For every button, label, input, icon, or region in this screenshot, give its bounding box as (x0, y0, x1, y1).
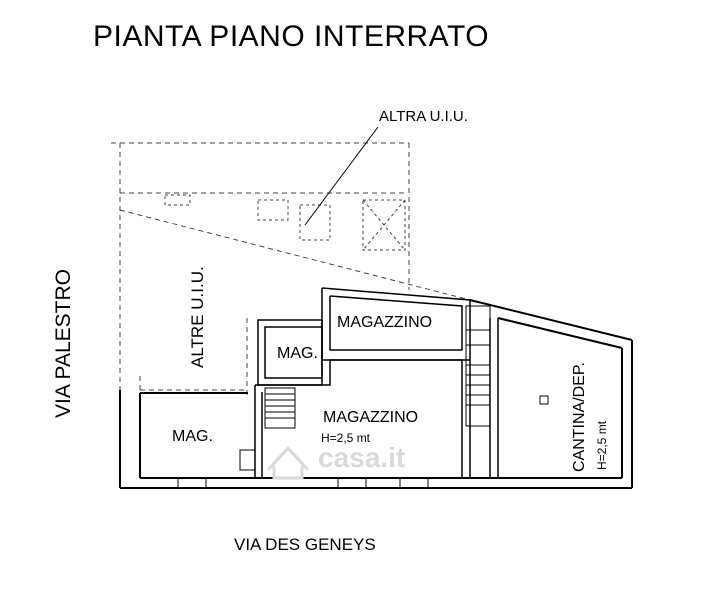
street-left-wrap: VIA PALESTRO (52, 269, 76, 418)
room-magazzino-top: MAGAZZINO (337, 314, 433, 331)
outer-walls (119, 299, 633, 489)
room-magazzino-main: MAGAZZINO (323, 409, 419, 426)
room-magazzino-main-height: H=2,5 mt (321, 431, 371, 445)
room-cantina-wrap: CANTINA/DEP. (571, 362, 589, 472)
room-cantina-height: H=2,5 mt (595, 420, 609, 470)
dashed-boundary (111, 142, 471, 395)
label-altra-uiu: ALTRA U.I.U. (379, 108, 468, 125)
label-altre-uiu: ALTRE U.I.U. (188, 266, 207, 368)
upper-fixtures (164, 194, 406, 251)
watermark-text: casa.it (318, 442, 406, 473)
cantina-fixture (539, 395, 549, 405)
street-via-palestro: VIA PALESTRO (52, 269, 75, 418)
leader-line (304, 126, 379, 226)
bottom-openings (177, 449, 429, 489)
street-via-des-geneys: VIA DES GENEYS (234, 535, 376, 554)
room-mag-small: MAG. (277, 345, 318, 362)
room-cantina: CANTINA/DEP. (571, 362, 588, 472)
stair-left (264, 387, 296, 429)
label-altre-uiu-wrap: ALTRE U.I.U. (188, 266, 208, 368)
room-cantina-height-wrap: H=2,5 mt (595, 421, 609, 470)
stair-right (465, 305, 491, 427)
room-mag-left: MAG. (172, 428, 213, 445)
plan-title: PIANTA PIANO INTERRATO (93, 20, 490, 53)
watermark-logo (266, 445, 310, 480)
